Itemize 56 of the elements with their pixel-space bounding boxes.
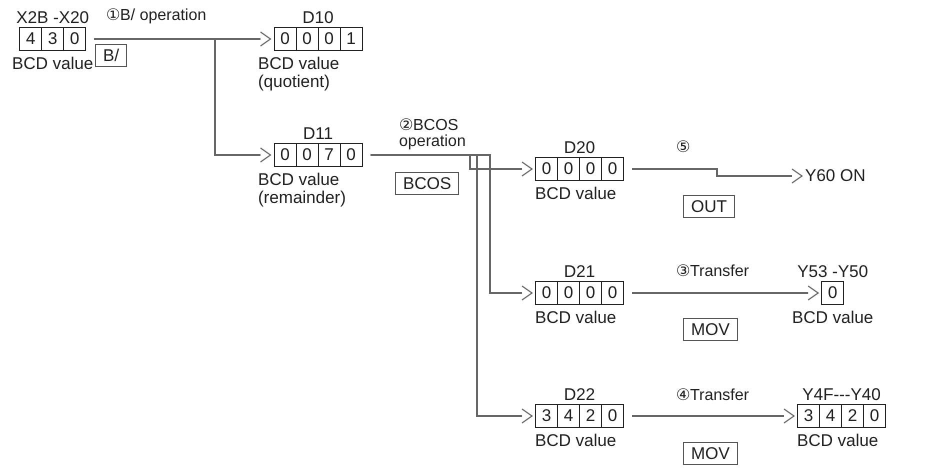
register-digit: 0	[279, 144, 291, 166]
register-digit: 3	[802, 405, 814, 427]
register-digit: 0	[63, 28, 86, 50]
value-caption: BCD value	[797, 432, 878, 450]
register-digit: 0	[296, 28, 318, 50]
edge-label: ①B/ operation	[105, 8, 208, 24]
register-digit: 0	[863, 405, 885, 427]
arrow	[632, 408, 795, 424]
register-digit: 0	[826, 282, 838, 304]
register-digit: 2	[841, 405, 863, 427]
register-digit: 0	[601, 405, 623, 427]
instruction-label: BCOS	[395, 172, 460, 195]
register-digit: 2	[579, 405, 601, 427]
value-caption: BCD value (remainder)	[258, 171, 347, 207]
register-digit: 0	[579, 158, 601, 180]
register-digit: 0	[540, 158, 552, 180]
register-name: D22	[564, 385, 596, 404]
register-digit: 0	[557, 282, 579, 304]
register-digit: 3	[540, 405, 552, 427]
register-digit: 0	[601, 158, 623, 180]
register-digit: 4	[24, 28, 36, 50]
register-name: D10	[302, 8, 334, 27]
register-name: Y4F---Y40	[802, 385, 881, 404]
output-state: Y60 ON	[805, 166, 866, 186]
register-name: Y53 -Y50	[797, 262, 868, 281]
instruction-label: B/	[95, 44, 128, 67]
value-caption: BCD value (quotient)	[258, 55, 340, 91]
instruction-label: OUT	[683, 195, 735, 218]
register-digit: 0	[601, 282, 623, 304]
arrow	[370, 154, 533, 424]
value-caption: BCD value	[12, 55, 94, 73]
register-name: D21	[564, 262, 596, 281]
instruction-label: MOV	[683, 442, 738, 465]
register-name: D11	[303, 124, 333, 143]
register-digit: 0	[296, 144, 318, 166]
instruction-label: MOV	[683, 318, 738, 341]
value-caption: BCD value	[535, 185, 616, 203]
register-name: X2B -X20	[16, 8, 90, 27]
register-digit: 1	[340, 28, 362, 50]
value-caption: BCD value	[792, 309, 874, 327]
register-digit: 0	[579, 282, 601, 304]
register-digit: 7	[318, 144, 340, 166]
register-digit: 3	[41, 28, 64, 50]
register-digit: 0	[557, 158, 579, 180]
register-digit: 0	[318, 28, 340, 50]
register-digit: 4	[819, 405, 841, 427]
register-digit: 0	[279, 28, 291, 50]
arrow	[632, 168, 803, 184]
register-name: D20	[564, 138, 596, 157]
arrow	[94, 38, 272, 163]
arrow	[632, 285, 819, 301]
value-caption: BCD value	[535, 432, 616, 450]
register-digit: 0	[340, 144, 362, 166]
register-digit: 4	[557, 405, 579, 427]
value-caption: BCD value	[535, 309, 616, 327]
register-digit: 0	[540, 282, 552, 304]
